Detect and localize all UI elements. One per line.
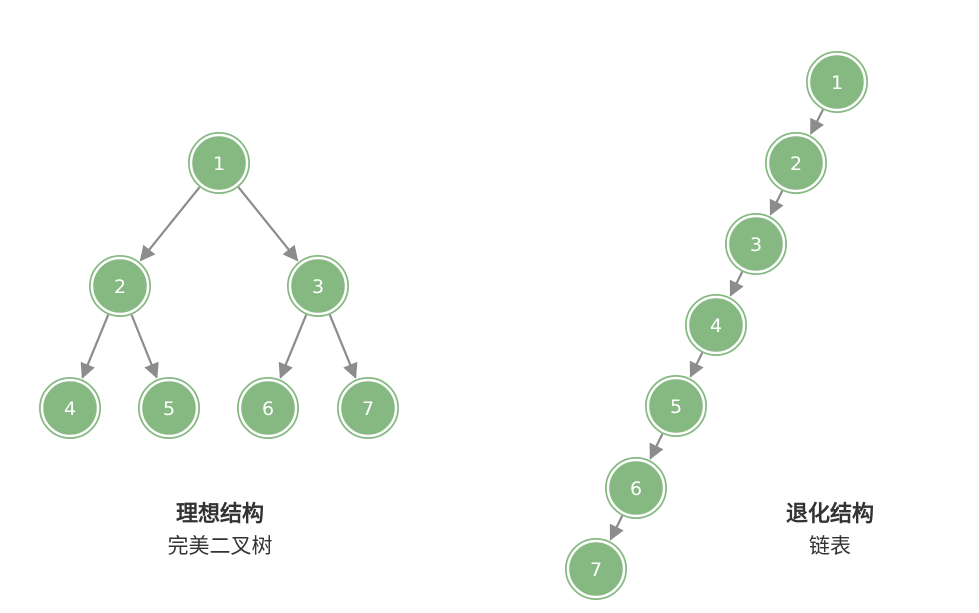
list-node-7-circle	[566, 539, 626, 599]
tree-node-6-ring	[237, 377, 299, 439]
list-node-1-circle	[807, 52, 867, 112]
list-node-1: 1	[806, 51, 868, 113]
tree-node-2: 2	[89, 255, 151, 317]
tree-node-4-circle	[40, 378, 100, 438]
list-node-5-label: 5	[670, 396, 682, 418]
tree-node-2-ring	[89, 255, 151, 317]
list-node-2-label: 2	[790, 153, 802, 175]
list-node-4-ring	[685, 294, 747, 356]
tree-node-3-circle	[288, 256, 348, 316]
list-node-6-ring	[605, 457, 667, 519]
right-caption: 退化结构 链表	[730, 500, 930, 562]
tree-node-1-circle	[189, 133, 249, 193]
list-node-5-ring	[645, 375, 707, 437]
list-node-5-circle	[646, 376, 706, 436]
left-structure-subtitle: 完美二叉树	[167, 534, 273, 558]
list-node-7-label: 7	[590, 559, 602, 581]
list-node-3: 3	[725, 213, 787, 275]
list-node-3-label: 3	[750, 234, 762, 256]
tree-node-1-ring	[188, 132, 250, 194]
tree-edge-2-4	[80, 314, 110, 379]
tree-node-5: 5	[138, 377, 200, 439]
left-caption: 理想结构 完美二叉树	[120, 500, 320, 562]
tree-edge-1-2	[139, 186, 201, 262]
list-node-6-label: 6	[630, 478, 642, 500]
list-node-6: 6	[605, 457, 667, 519]
list-edge-1-2	[809, 109, 825, 135]
list-node-4-circle	[686, 295, 746, 355]
tree-node-6-circle	[238, 378, 298, 438]
list-node-3-ring	[725, 213, 787, 275]
tree-node-3-label: 3	[312, 276, 324, 298]
list-node-7-ring	[565, 538, 627, 600]
list-edge-5-6	[649, 433, 664, 460]
list-node-5: 5	[645, 375, 707, 437]
tree-node-7-circle	[338, 378, 398, 438]
list-node-1-ring	[806, 51, 868, 113]
edges-group	[80, 109, 825, 541]
tree-edge-3-6	[278, 314, 308, 379]
tree-node-3: 3	[287, 255, 349, 317]
list-edge-3-4	[729, 271, 744, 297]
tree-node-4-label: 4	[64, 398, 76, 420]
tree-node-6: 6	[237, 377, 299, 439]
tree-edge-3-7	[328, 314, 358, 379]
list-node-2-circle	[766, 133, 826, 193]
tree-node-7: 7	[337, 377, 399, 439]
tree-node-6-label: 6	[262, 398, 274, 420]
tree-node-2-circle	[90, 256, 150, 316]
tree-edge-2-5	[130, 314, 159, 379]
nodes-group: 1 2 3 4 5 6 7 1 2 3 4 5 6 7	[39, 51, 868, 600]
list-edge-2-3	[769, 190, 784, 216]
tree-node-3-ring	[287, 255, 349, 317]
tree-node-2-label: 2	[114, 276, 126, 298]
tree-node-7-ring	[337, 377, 399, 439]
right-structure-subtitle: 链表	[809, 534, 851, 558]
tree-edge-1-3	[237, 186, 299, 262]
list-node-1-label: 1	[831, 72, 843, 94]
list-node-2: 2	[765, 132, 827, 194]
list-edge-4-5	[689, 352, 704, 378]
tree-node-1-label: 1	[213, 153, 225, 175]
right-structure-title: 退化结构	[785, 502, 874, 527]
list-node-7: 7	[565, 538, 627, 600]
tree-node-4: 4	[39, 377, 101, 439]
list-node-4: 4	[685, 294, 747, 356]
tree-node-5-ring	[138, 377, 200, 439]
tree-node-5-circle	[139, 378, 199, 438]
left-structure-title: 理想结构	[175, 502, 264, 527]
tree-node-5-label: 5	[163, 398, 175, 420]
tree-node-7-label: 7	[362, 398, 374, 420]
tree-node-1: 1	[188, 132, 250, 194]
list-node-6-circle	[606, 458, 666, 518]
list-edge-6-7	[609, 515, 624, 541]
list-node-3-circle	[726, 214, 786, 274]
list-node-4-label: 4	[710, 315, 722, 337]
tree-node-4-ring	[39, 377, 101, 439]
list-node-2-ring	[765, 132, 827, 194]
